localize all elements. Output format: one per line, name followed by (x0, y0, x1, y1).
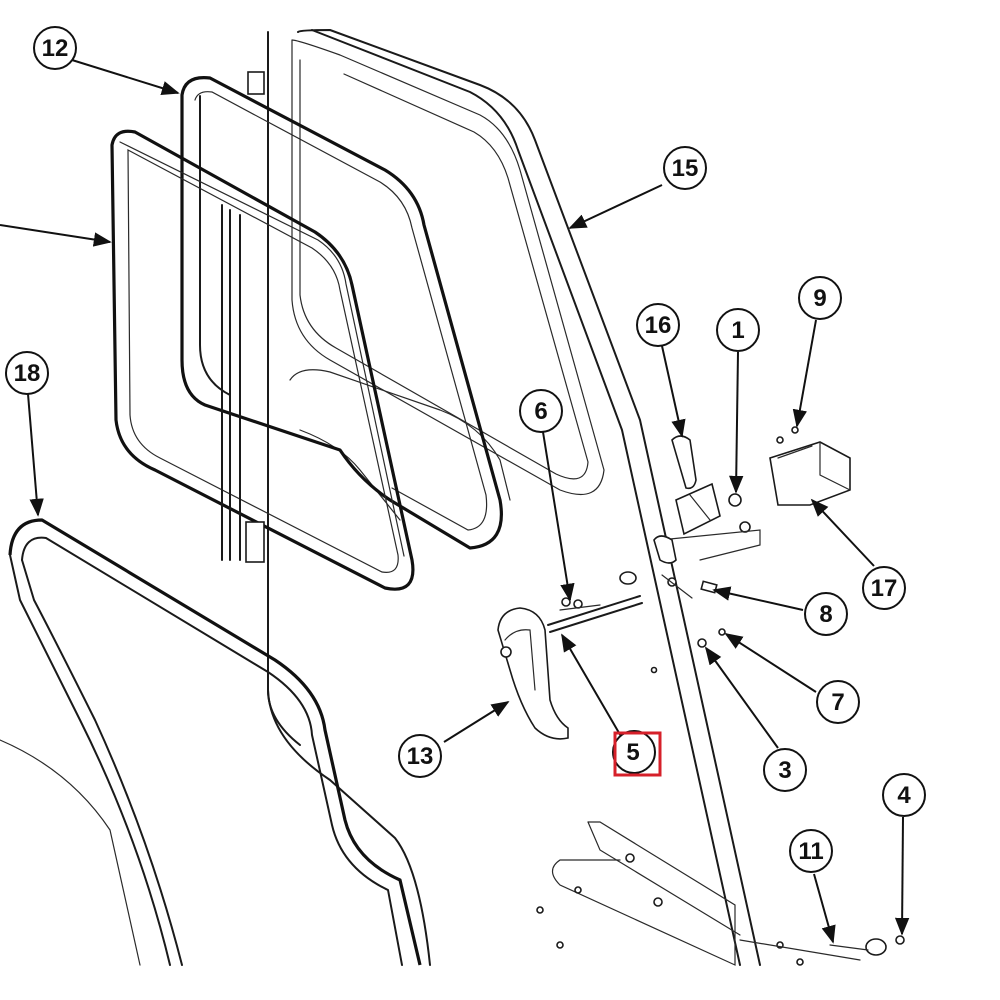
door-latch (653, 435, 761, 599)
callout-12: 12 (33, 26, 77, 70)
callout-13: 13 (398, 734, 442, 778)
callout-11: 11 (789, 829, 833, 873)
fasteners (697, 628, 905, 956)
callout-18-label: 18 (14, 360, 41, 387)
leader-lines (0, 59, 910, 944)
callout-12-label: 12 (42, 35, 69, 62)
callout-15: 15 (663, 146, 707, 190)
highlight-box (613, 731, 662, 777)
callout-17: 17 (862, 566, 906, 610)
callout-11-label: 11 (798, 838, 823, 865)
callout-8-label: 8 (819, 601, 832, 628)
callout-13-label: 13 (407, 743, 434, 770)
callout-17-label: 17 (871, 575, 898, 602)
callout-1: 1 (716, 308, 760, 352)
callout-16-label: 16 (645, 312, 672, 339)
callout-7: 7 (816, 680, 860, 724)
callout-4: 4 (882, 773, 926, 817)
door-panel (267, 29, 861, 966)
callout-15-label: 15 (672, 155, 699, 182)
callout-18: 18 (5, 351, 49, 395)
callout-8: 8 (804, 592, 848, 636)
window-glass-frame (110, 129, 415, 591)
callout-7-label: 7 (831, 689, 844, 716)
vertical-channel (221, 71, 265, 563)
callout-3-label: 3 (778, 757, 791, 784)
callout-16: 16 (636, 303, 680, 347)
door-handle (497, 571, 658, 740)
callout-9: 9 (798, 276, 842, 320)
callout-6: 6 (519, 389, 563, 433)
lower-panel-seal (0, 518, 422, 966)
callout-9-label: 9 (813, 285, 826, 312)
striker-bracket (769, 426, 851, 506)
callout-1-label: 1 (731, 317, 744, 344)
window-seal-outer (180, 76, 503, 550)
callout-4-label: 4 (897, 782, 911, 809)
callout-3: 3 (763, 748, 807, 792)
callout-5: 5 (612, 730, 662, 777)
callout-5-label: 5 (626, 739, 639, 766)
callout-6-label: 6 (534, 398, 547, 425)
